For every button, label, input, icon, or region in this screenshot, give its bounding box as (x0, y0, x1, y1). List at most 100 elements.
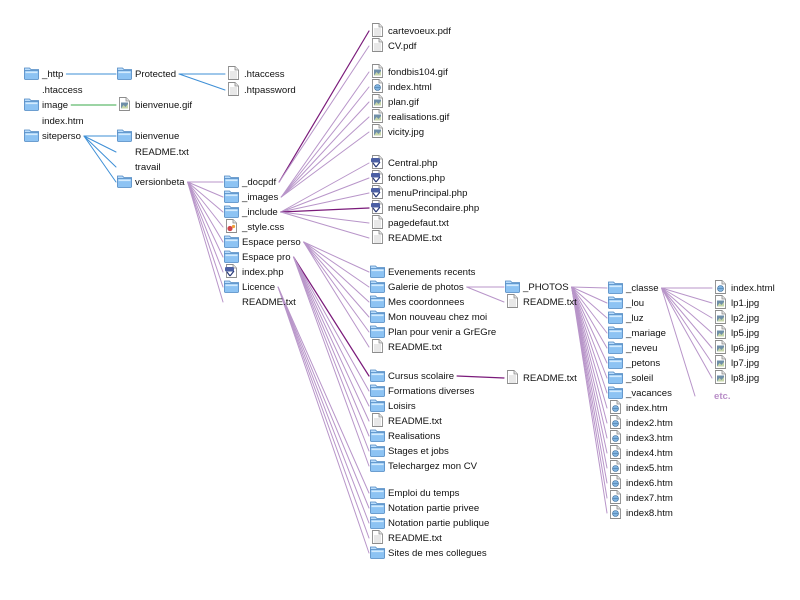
node-htaccess-root[interactable]: .htaccess (42, 85, 83, 96)
edge-licence-notation_privee (277, 286, 370, 509)
node-photos[interactable]: _PHOTOS (505, 280, 569, 293)
node-licence[interactable]: Licence (224, 280, 276, 293)
svg-text:Sites de mes collegues: Sites de mes collegues (388, 548, 487, 559)
node-emploi-du-temps[interactable]: Emploi du temps (370, 486, 460, 499)
image-file-icon (715, 295, 726, 309)
node-lp1-jpg[interactable]: lp1.jpg (715, 295, 760, 310)
node-menuprincipal-php[interactable]: menuPrincipal.php (371, 185, 467, 200)
node-fonctions-php[interactable]: fonctions.php (371, 170, 445, 185)
node-index3-htm[interactable]: index3.htm (610, 430, 673, 445)
node-siteperso[interactable]: siteperso (24, 129, 81, 142)
edge-photos-luz (571, 286, 608, 319)
node-readme-licence[interactable]: README.txt (372, 530, 443, 545)
node-luz[interactable]: _luz (608, 311, 644, 324)
edge-photos-idx8 (571, 286, 608, 514)
node-sites-collegues[interactable]: Sites de mes collegues (370, 546, 487, 559)
node-index2-htm[interactable]: index2.htm (610, 415, 673, 430)
svg-text:index.html: index.html (731, 283, 775, 294)
node-index-html-images[interactable]: index.html (372, 79, 432, 94)
node-formations-diverses[interactable]: Formations diverses (370, 384, 475, 397)
node-bienvenue-gif[interactable]: bienvenue.gif (119, 97, 193, 112)
edge-licence-notation_publique (277, 286, 370, 524)
node-mariage[interactable]: _mariage (608, 326, 667, 339)
html-file-icon (610, 445, 621, 459)
node-notation-publique[interactable]: Notation partie publique (370, 516, 490, 529)
node-index-php[interactable]: index.php (225, 264, 284, 279)
node-htaccess-protected[interactable]: .htaccess (228, 66, 285, 81)
node-petons[interactable]: _petons (608, 356, 661, 369)
node-cartevoeux-pdf[interactable]: cartevoeux.pdf (372, 23, 452, 38)
node-lp8-jpg[interactable]: lp8.jpg (715, 370, 760, 385)
edge-layer (65, 30, 713, 554)
html-file-icon (610, 505, 621, 519)
node-lp5-jpg[interactable]: lp5.jpg (715, 325, 760, 340)
node-readme-espace-perso[interactable]: README.txt (372, 339, 443, 354)
svg-text:_mariage: _mariage (625, 328, 666, 339)
node-readme-espace-pro[interactable]: README.txt (372, 413, 443, 428)
node-lou[interactable]: _lou (608, 296, 645, 309)
svg-text:fondbis104.gif: fondbis104.gif (388, 67, 448, 78)
node-stages-et-jobs[interactable]: Stages et jobs (370, 444, 450, 457)
node-index7-htm[interactable]: index7.htm (610, 490, 673, 505)
node-cv-pdf[interactable]: CV.pdf (372, 38, 417, 53)
node-cursus-scolaire[interactable]: Cursus scolaire (370, 369, 455, 382)
node-galerie-photos[interactable]: Galerie de photos (370, 280, 464, 293)
node-notation-privee[interactable]: Notation partie privee (370, 501, 480, 514)
svg-text:_lou: _lou (625, 298, 644, 309)
node-loisirs[interactable]: Loisirs (370, 399, 416, 412)
html-file-icon (715, 280, 726, 294)
svg-text:Stages et jobs: Stages et jobs (388, 446, 449, 457)
node-lp6-jpg[interactable]: lp6.jpg (715, 340, 760, 355)
node-index8-htm[interactable]: index8.htm (610, 505, 673, 520)
node-neveu[interactable]: _neveu (608, 341, 658, 354)
edge-images-fondbis (280, 71, 370, 198)
node-realisations[interactable]: Realisations (370, 429, 441, 442)
node-espace-perso[interactable]: Espace perso (224, 235, 301, 248)
node-index6-htm[interactable]: index6.htm (610, 475, 673, 490)
node-include[interactable]: _include (224, 205, 278, 218)
php-file-icon (371, 185, 383, 199)
node-index5-htm[interactable]: index5.htm (610, 460, 673, 475)
node-vicity-jpg[interactable]: vicity.jpg (372, 124, 425, 139)
node-index-html-classe[interactable]: index.html (715, 280, 775, 295)
node-soleil[interactable]: _soleil (608, 371, 654, 384)
node-pagedefaut-txt[interactable]: pagedefaut.txt (372, 215, 450, 230)
edge-espace_perso-nouveau (303, 241, 370, 318)
node-readme-cursus[interactable]: README.txt (507, 370, 578, 385)
node-http[interactable]: _http (24, 67, 64, 80)
node-evenements-recents[interactable]: Evenements recents (370, 265, 476, 278)
node-images[interactable]: _images (224, 190, 279, 203)
node-versionbeta[interactable]: versionbeta (117, 175, 186, 188)
node-plan-pour-venir[interactable]: Plan pour venir a GrEGre (370, 325, 497, 338)
node-style-css[interactable]: _style.css (226, 219, 285, 234)
node-plan-gif[interactable]: plan.gif (372, 94, 420, 109)
node-index-htm-root[interactable]: index.htm (42, 116, 84, 127)
node-readme-include[interactable]: README.txt (372, 230, 443, 245)
node-central-php[interactable]: Central.php (371, 155, 438, 170)
node-travail[interactable]: travail (135, 162, 161, 173)
node-lp2-jpg[interactable]: lp2.jpg (715, 310, 760, 325)
node-readme-versionbeta[interactable]: README.txt (242, 297, 296, 308)
node-readme-siteperso[interactable]: README.txt (135, 147, 189, 158)
node-docpdf[interactable]: _docpdf (224, 175, 277, 188)
node-classe[interactable]: _classe (608, 281, 659, 294)
node-vacances[interactable]: _vacances (608, 386, 673, 399)
node-mes-coordonnees[interactable]: Mes coordonnees (370, 295, 465, 308)
node-protected[interactable]: Protected (117, 67, 177, 80)
folder-icon (608, 311, 623, 324)
node-htpassword[interactable]: .htpassword (228, 82, 296, 97)
node-bienvenue[interactable]: bienvenue (117, 129, 180, 142)
node-image[interactable]: image (24, 98, 69, 111)
edge-photos-idx1 (571, 286, 608, 409)
node-lp7-jpg[interactable]: lp7.jpg (715, 355, 760, 370)
folder-icon (608, 371, 623, 384)
node-index4-htm[interactable]: index4.htm (610, 445, 673, 460)
node-menusecondaire-php[interactable]: menuSecondaire.php (371, 200, 479, 215)
node-telechargez-cv[interactable]: Telechargez mon CV (370, 459, 478, 472)
node-fondbis-gif[interactable]: fondbis104.gif (372, 64, 449, 79)
node-index-htm[interactable]: index.htm (610, 400, 668, 415)
node-mon-nouveau-chez-moi[interactable]: Mon nouveau chez moi (370, 310, 488, 323)
node-realisations-gif[interactable]: realisations.gif (372, 109, 450, 124)
node-espace-pro[interactable]: Espace pro (224, 250, 291, 263)
node-readme-galerie[interactable]: README.txt (507, 294, 578, 309)
